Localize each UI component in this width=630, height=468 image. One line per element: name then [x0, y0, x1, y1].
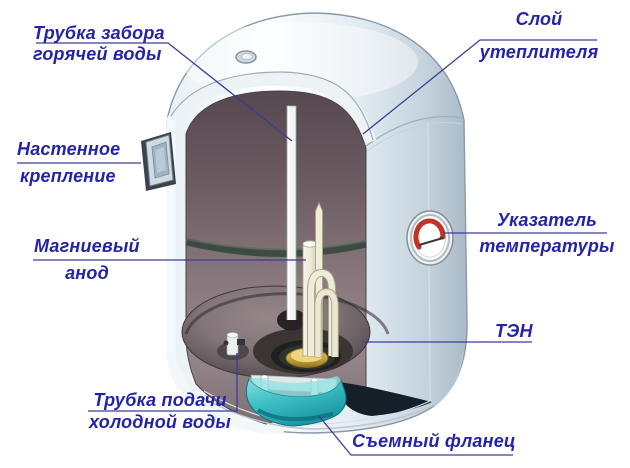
cold-water-inlet-top: [226, 332, 239, 338]
bracket-bottom-shade: [256, 408, 334, 422]
under-tank-shadow: [338, 382, 432, 416]
label-heating-element: ТЭН: [495, 321, 533, 341]
label-hot-water-tube-line1: Трубка забора: [33, 23, 165, 43]
bottom-seam-inner: [203, 390, 433, 425]
label-hot-water-tube-line2: горячей воды: [33, 44, 162, 64]
casing-bottom-rim: [165, 350, 285, 435]
water-level-band: [186, 238, 367, 257]
leader-cold-water-tube: [88, 353, 238, 412]
insulation-layer-rim: [166, 72, 377, 145]
cold-water-inlet-nut: [223, 340, 229, 346]
bracket-inset-face: [155, 147, 166, 173]
top-vent-hole-inner: [241, 53, 253, 60]
tank-interior: [181, 90, 390, 425]
leader-lines: [17, 39, 607, 456]
leader-insulation: [362, 39, 597, 135]
heating-loop: [308, 269, 335, 356]
cold-water-inlet-elbow: [237, 339, 245, 345]
mount-bolt-left-cap: [260, 374, 269, 380]
water-level-band-highlight: [186, 238, 367, 251]
temperature-gauge: [406, 210, 454, 266]
label-insulation-line1: Слой: [515, 9, 563, 29]
removable-flange-bracket: [245, 376, 347, 427]
intake-tube-hole-front: [277, 320, 307, 331]
dome-seam-line: [365, 115, 464, 147]
label-wall-mount-line2: крепление: [20, 166, 116, 186]
cold-water-inlet: [217, 332, 249, 360]
gauge-needle-hub: [439, 236, 443, 240]
label-wall-mount-line1: Настенное: [17, 139, 121, 159]
leader-flange: [318, 415, 513, 456]
bottom-seam-outer: [199, 351, 464, 430]
label-anode-line2: анод: [65, 263, 109, 283]
anode-top: [302, 240, 318, 248]
label-flange: Съемный фланец: [352, 431, 516, 451]
leader-hot-water-tube: [36, 42, 293, 142]
label-anode-line1: Магниевый: [34, 236, 140, 256]
cold-water-inlet-pipe: [226, 334, 239, 356]
insulation-rim-edge: [170, 71, 374, 141]
label-insulation-line2: утеплителя: [479, 42, 599, 62]
gauge-needle: [418, 237, 444, 246]
label-cold-water-tube-line1: Трубка подачи: [93, 390, 227, 410]
dome-seam-line-inner: [365, 122, 463, 153]
label-temperature-line1: Указатель: [497, 210, 597, 230]
label-temperature-line2: температуры: [479, 236, 615, 256]
gauge-scale-arc: [413, 218, 446, 250]
heating-loop2: [315, 289, 338, 357]
wall-mount-bracket: [141, 132, 176, 191]
bracket-top-lip: [249, 376, 341, 397]
heating-element: [307, 201, 339, 358]
label-cold-water-tube-line2: холодной воды: [88, 412, 232, 432]
